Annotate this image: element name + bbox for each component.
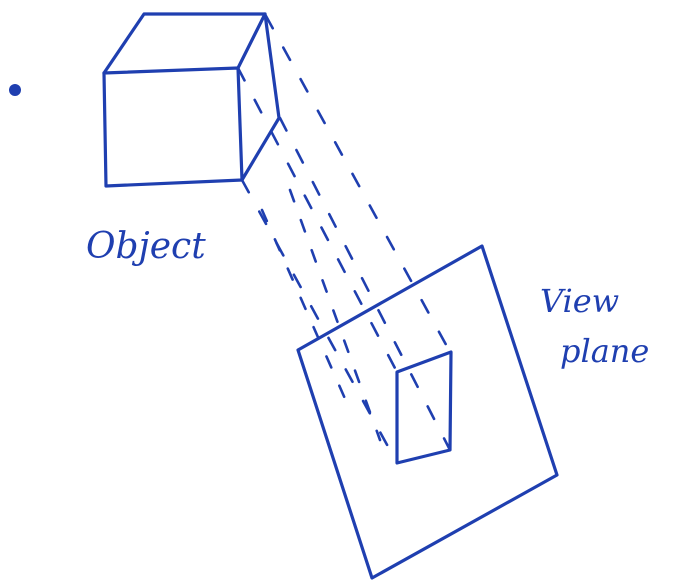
projection-line — [260, 208, 352, 412]
ink-dot — [9, 84, 21, 96]
projection-line — [288, 188, 382, 442]
view-plane-label-line2: plane — [560, 332, 649, 370]
projection-line — [278, 116, 452, 452]
cube-object — [102, 12, 281, 188]
cube-side-face — [240, 12, 281, 182]
projection-line — [264, 14, 452, 354]
object-label: Object — [86, 226, 206, 267]
projection-line — [236, 66, 399, 374]
projection-lines — [236, 14, 452, 465]
cube-top-face — [102, 12, 267, 75]
cube-front-face — [102, 66, 244, 188]
view-plane-outline — [296, 244, 559, 580]
projected-image — [395, 350, 453, 465]
view-plane-label-line1: View — [540, 282, 619, 320]
view-plane — [296, 244, 559, 580]
